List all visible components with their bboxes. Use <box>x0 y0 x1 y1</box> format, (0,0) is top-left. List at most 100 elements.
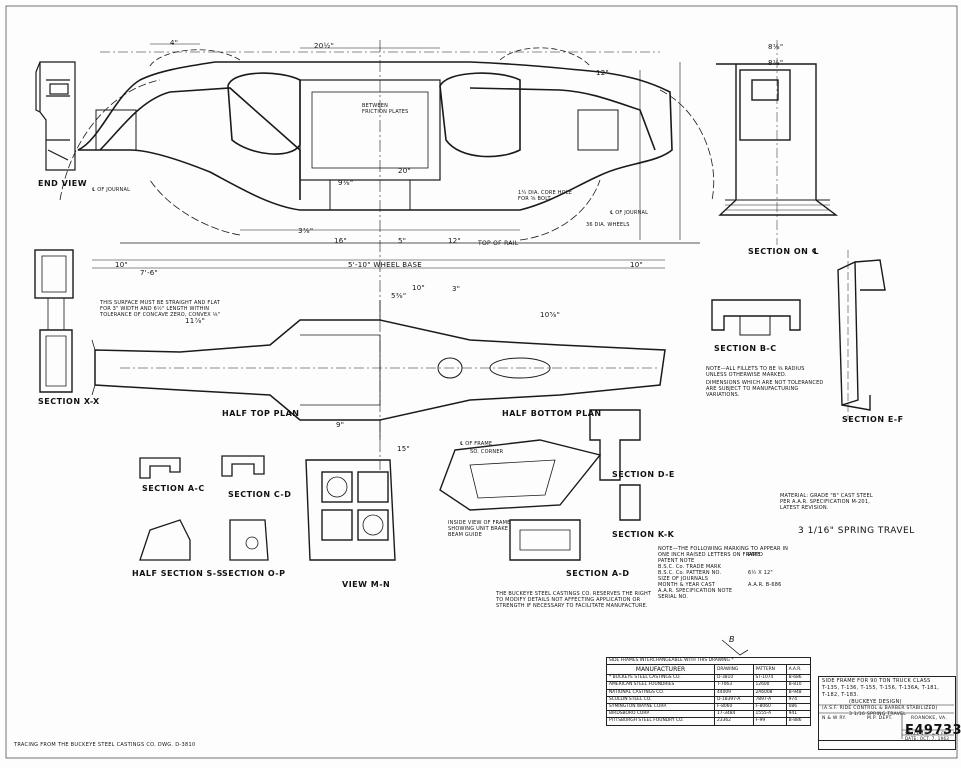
cell-pattern: F-99 <box>752 717 787 726</box>
note-tolerance: DIMENSIONS WHICH ARE NOT TOLERANCED ARE … <box>706 380 824 398</box>
title-line-5: (A.S.F. RIDE CONTROL & BARBER STABILIZED… <box>822 706 938 711</box>
section-bc-label: SECTION B-C <box>714 344 777 353</box>
title-line-6: 3 1/16 SPRING TRAVEL <box>849 712 907 717</box>
cell-aar: B-686 <box>785 674 812 683</box>
callout-top-of-rail: TOP OF RAIL <box>478 240 519 247</box>
wheel-outlines <box>59 79 715 241</box>
cell-drawing: D-3810 <box>713 674 754 683</box>
scale: SCALE 1½" = 1 FT. <box>905 731 948 736</box>
manufacturer-table: SIDE FRAMES INTERCHANGEABLE WITH THIS DR… <box>606 656 812 726</box>
wheel-base-dimension: 5'-10" WHEEL BASE <box>348 261 422 269</box>
half-top-plan-label: HALF TOP PLAN <box>222 409 300 418</box>
dimension: 4" <box>170 39 179 47</box>
dimension: 10" <box>412 284 426 292</box>
cell-manufacturer: SCULLIN STEEL CO. <box>606 695 715 704</box>
section-ef-label: SECTION E-F <box>842 415 904 424</box>
half-section-ss-label: HALF SECTION S-S <box>132 569 223 578</box>
dimension: 10" <box>630 261 644 269</box>
dimension: 5" <box>398 237 407 245</box>
cell-pattern: ST-1074 <box>752 674 787 683</box>
dimension: 16" <box>334 237 348 245</box>
section-cd-label: SECTION C-D <box>228 490 292 499</box>
table-header: SIDE FRAMES INTERCHANGEABLE WITH THIS DR… <box>606 656 811 666</box>
title-line-1: SIDE FRAME FOR 90 TON TRUCK CLASS <box>822 678 931 684</box>
cell-drawing: F-8060 <box>713 702 754 712</box>
cell-pattern: 12600 <box>752 681 787 690</box>
cell-aar: 086 <box>785 702 812 712</box>
cell-pattern: 7897-A <box>752 695 787 704</box>
title-line-2: T-135, T-136, T-155, T-156, T-136A, T-18… <box>822 685 940 691</box>
dimension: 15" <box>397 445 411 453</box>
cell-pattern: F-8060 <box>752 702 787 712</box>
dimension: 20½" <box>314 42 335 50</box>
title-line-4: (BUCKEYE DESIGN) <box>849 699 902 705</box>
cell-drawing: T-7063 <box>713 681 754 690</box>
half-bottom-plan-label: HALF BOTTOM PLAN <box>502 409 602 418</box>
title-block: SIDE FRAME FOR 90 TON TRUCK CLASS T-135,… <box>818 676 956 741</box>
dimension: 7'-6" <box>140 269 159 277</box>
note-material: MATERIAL: GRADE "B" CAST STEEL PER A.A.R… <box>780 493 873 511</box>
section-ad-label: SECTION A-D <box>566 569 630 578</box>
note-fillets: NOTE—ALL FILLETS TO BE ⅜ RADIUS UNLESS O… <box>706 366 805 378</box>
railway-name: N & W RY. <box>822 716 847 721</box>
callout-center-journal: ℄ OF JOURNAL <box>610 210 649 216</box>
dimension: 20" <box>398 167 412 175</box>
section-kk-label: SECTION K-K <box>612 530 675 539</box>
dimension: 10" <box>115 261 129 269</box>
view-mn-label: VIEW M-N <box>342 580 391 589</box>
note-flat-surface: THIS SURFACE MUST BE STRAIGHT AND FLAT F… <box>100 300 221 318</box>
city: ROANOKE, VA. <box>911 716 948 721</box>
small-sections <box>139 455 269 561</box>
note-buckeye-rights: THE BUCKEYE STEEL CASTINGS CO. RESERVES … <box>496 591 652 609</box>
column-header-pattern: PATTERN <box>752 664 787 676</box>
callout-center-frame: ℄ OF FRAME <box>460 441 493 447</box>
title-block-rules <box>818 704 954 739</box>
dimension-lines <box>92 40 681 470</box>
department: M.P. DEPT. <box>867 716 893 721</box>
title-line-3: T-182, T-183. <box>822 692 859 698</box>
cell-manufacturer: * BUCKEYE STEEL CASTINGS CO. <box>606 674 715 683</box>
callout-friction-plates: BETWEEN FRICTION PLATES <box>362 103 409 115</box>
revision-marker-arrow <box>721 639 749 656</box>
cell-drawing: D-18397-A <box>713 695 754 704</box>
spring-travel-label: 3 1/16" SPRING TRAVEL <box>798 526 915 536</box>
dimension: 8⅛" <box>768 59 784 67</box>
cell-drawing: 17-3484 <box>713 710 754 719</box>
section-bc-drawing <box>711 299 801 336</box>
column-header-manufacturer: MANUFACTURER <box>606 664 715 676</box>
cell-pattern: 1555-A <box>752 710 787 719</box>
section-op-label: SECTION O-P <box>222 569 286 578</box>
section-de-label: SECTION D-E <box>612 470 675 479</box>
cell-manufacturer: AMERICAN STEEL FOUNDRIES <box>606 681 715 690</box>
callout-core-hole: 1¼ DIA. CORE HOLE FOR ⅝ BOLT <box>518 190 573 202</box>
dimension: 9" <box>336 421 345 429</box>
cell-aar: 941 <box>785 710 812 719</box>
callout-inside-view: INSIDE VIEW OF FRAME SHOWING UNIT BRAKE … <box>448 520 511 538</box>
dimension: 5⅜" <box>391 292 407 300</box>
dimension: 10⅝" <box>540 311 561 319</box>
cell-manufacturer: NATIONAL CASTINGS CO. <box>606 688 715 697</box>
dimension: 3⅞" <box>298 227 314 235</box>
dimension: 3" <box>452 285 461 293</box>
dimension: 8⅛" <box>768 43 784 51</box>
callout-so-corner: SO. CORNER <box>470 449 504 455</box>
cell-drawing: 44009 <box>713 688 754 697</box>
cell-aar: B-810 <box>785 681 812 690</box>
callout-center-journal: ℄ OF JOURNAL <box>92 187 131 193</box>
half-plan-drawing <box>91 300 666 440</box>
column-header-drawing: DRAWING <box>713 664 754 676</box>
revision-box <box>818 739 956 750</box>
section-xx-drawing <box>34 249 74 393</box>
drawing-number: E49733 <box>905 723 961 738</box>
cell-aar: B-886 <box>785 717 812 726</box>
dimension: 12" <box>596 69 610 77</box>
cell-pattern: 2A6008 <box>752 688 787 697</box>
